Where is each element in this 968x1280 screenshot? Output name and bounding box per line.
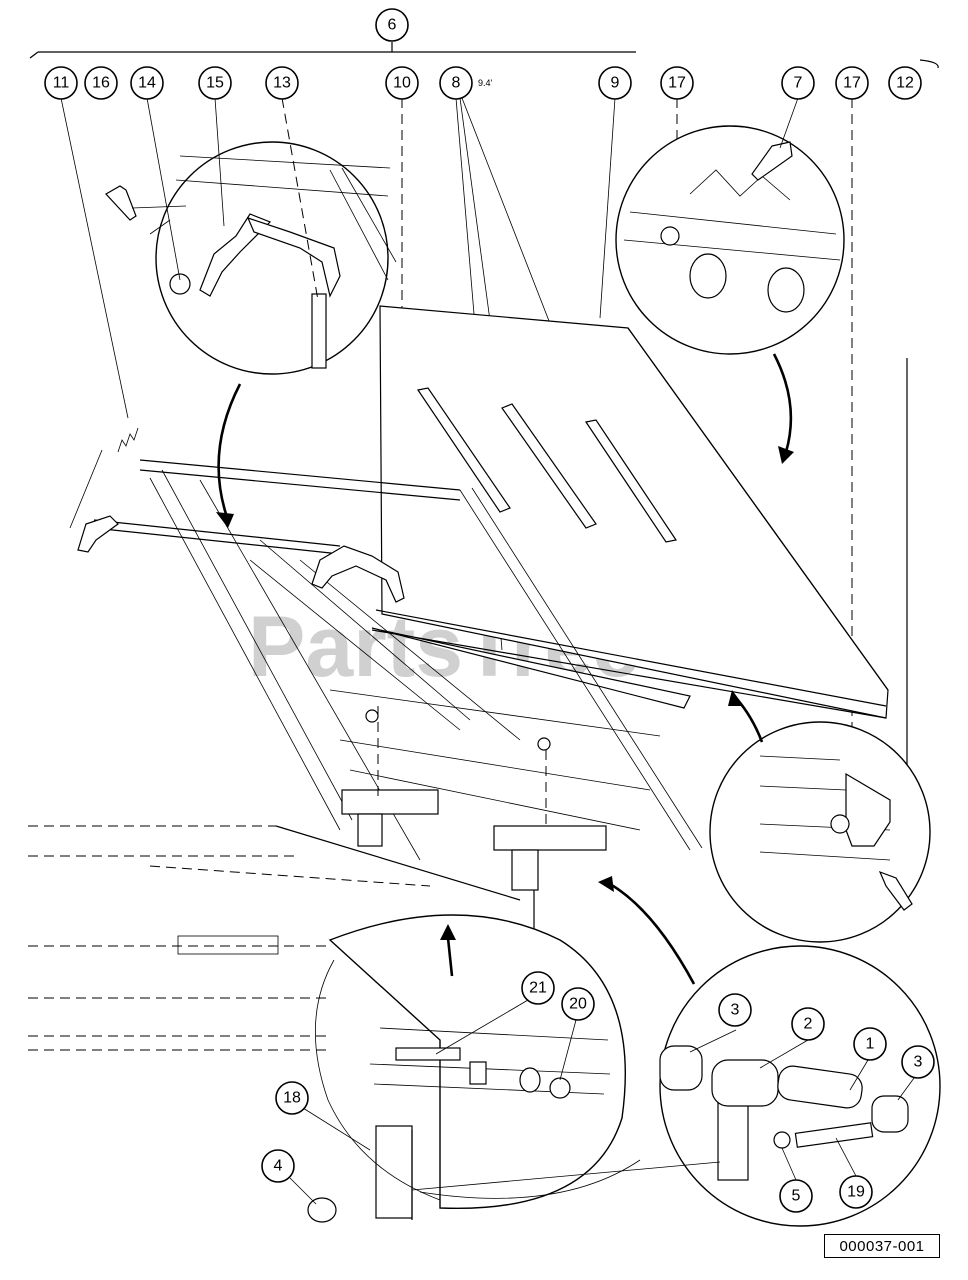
detail-circle-latch <box>105 141 397 375</box>
group-bracket-6 <box>29 42 636 59</box>
callout-5: 5 <box>779 1179 813 1213</box>
svg-text:9: 9 <box>611 75 620 92</box>
svg-text:19: 19 <box>847 1184 865 1201</box>
svg-text:12: 12 <box>896 75 914 92</box>
detail-circle-hinge-top <box>615 125 845 355</box>
svg-text:6: 6 <box>388 17 397 34</box>
callout-3-left: 3 <box>718 993 752 1027</box>
svg-text:1: 1 <box>866 1036 875 1053</box>
svg-text:21: 21 <box>529 980 547 997</box>
latch-rod-assembly <box>69 427 405 603</box>
svg-text:13: 13 <box>273 75 291 92</box>
callout-17-top: 17 <box>660 66 694 100</box>
callout-8-note: 9.4' <box>478 78 493 88</box>
svg-text:5: 5 <box>792 1188 801 1205</box>
callout-16: 16 <box>84 66 118 100</box>
callout-10: 10 <box>385 66 419 100</box>
hinge-brackets <box>341 706 607 891</box>
callout-9: 9 <box>598 66 632 100</box>
svg-text:10: 10 <box>393 75 411 92</box>
callout-2: 2 <box>791 1007 825 1041</box>
svg-text:14: 14 <box>138 75 156 92</box>
svg-text:3: 3 <box>914 1054 923 1071</box>
pointer-arrows <box>216 353 794 985</box>
callout-6: 6 <box>375 8 409 42</box>
callout-14: 14 <box>130 66 164 100</box>
svg-text:2: 2 <box>804 1016 813 1033</box>
callout-4: 4 <box>261 1149 295 1183</box>
svg-text:8: 8 <box>452 75 461 92</box>
callout-17-right: 17 <box>835 66 869 100</box>
svg-text:11: 11 <box>53 75 70 92</box>
callout-8: 8 <box>439 66 473 100</box>
callout-7: 7 <box>781 66 815 100</box>
svg-text:4: 4 <box>274 1158 283 1175</box>
callout-20: 20 <box>561 987 595 1021</box>
callout-15: 15 <box>198 66 232 100</box>
callout-18: 18 <box>275 1081 309 1115</box>
svg-text:20: 20 <box>569 996 587 1013</box>
svg-text:18: 18 <box>283 1090 301 1107</box>
svg-text:17: 17 <box>843 75 861 92</box>
callout-13: 13 <box>265 66 299 100</box>
callout-leaders <box>146 97 915 1205</box>
svg-text:15: 15 <box>206 75 224 92</box>
callout-21: 21 <box>521 971 555 1005</box>
svg-text:17: 17 <box>668 75 686 92</box>
detail-circle-corner <box>709 721 931 943</box>
svg-text:16: 16 <box>92 75 110 92</box>
callout-3-right: 3 <box>901 1045 935 1079</box>
callout-11: 11 <box>44 66 78 100</box>
tailgate-panel <box>371 305 889 719</box>
callout-12: 12 <box>888 66 922 100</box>
callout-1: 1 <box>853 1027 887 1061</box>
callout-19: 19 <box>839 1175 873 1209</box>
diagram-reference-number: 000037-001 <box>824 1234 940 1258</box>
svg-text:7: 7 <box>794 75 803 92</box>
svg-text:3: 3 <box>731 1002 740 1019</box>
truck-bed-outline <box>28 825 535 1051</box>
detail-circle-bracket <box>307 914 641 1223</box>
